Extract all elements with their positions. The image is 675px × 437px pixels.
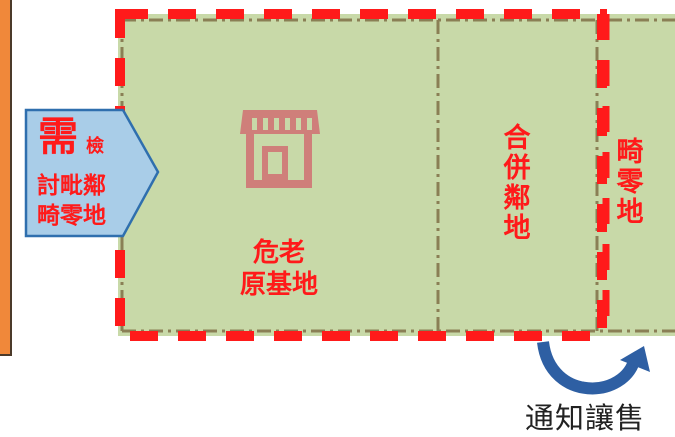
callout-small-char: 檢 <box>86 136 104 157</box>
notify-arrow <box>537 340 641 395</box>
callout-line2: 討毗鄰 <box>37 173 106 199</box>
notify-arrowhead <box>620 346 650 372</box>
base-plot-label-line1: 危老 <box>252 238 305 268</box>
merged-plot-label: 合併鄰地 <box>503 123 531 244</box>
notify-sale-label: 通知讓售 <box>525 401 646 435</box>
land-area <box>118 14 675 336</box>
side-panel <box>0 0 12 356</box>
callout-big-char: 需 <box>38 114 78 160</box>
shop-icon <box>240 110 320 188</box>
callout-line3: 畸零地 <box>37 203 106 229</box>
base-plot-label-line2: 原基地 <box>239 270 318 300</box>
odd-plot-label: 畸零地 <box>616 137 644 228</box>
callout-box <box>24 108 160 238</box>
